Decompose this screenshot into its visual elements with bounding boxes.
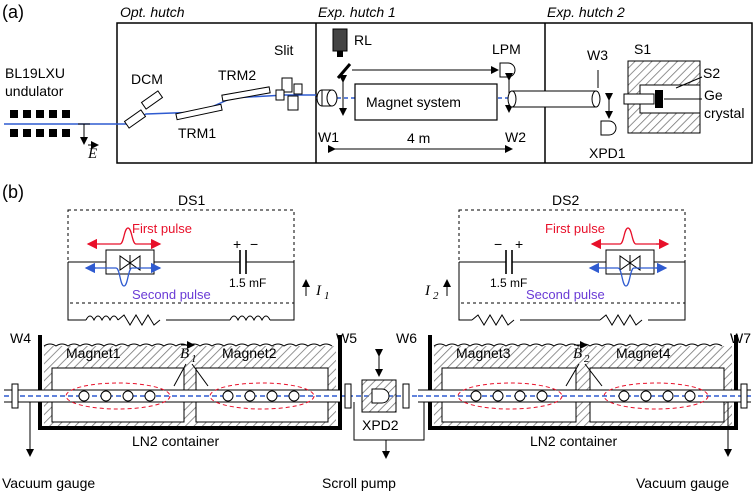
magnet4-bore	[603, 382, 709, 410]
ge-label-1: Ge	[704, 87, 723, 103]
ln2-container-right	[428, 335, 738, 430]
s1-label: S1	[634, 41, 651, 57]
magnet-system-box	[354, 83, 498, 121]
w6-label: W6	[396, 330, 417, 346]
ds2-second-pulse: Second pulse	[526, 287, 605, 302]
polarization-label: E	[87, 146, 97, 162]
opt-hutch-label: Opt. hutch	[120, 4, 185, 20]
hutch-frame	[116, 22, 753, 164]
window-flanges	[11, 383, 748, 409]
exp-hutch-1-label: Exp. hutch 1	[318, 4, 396, 20]
dcm-crystal-1	[140, 90, 164, 110]
b2-label: B	[573, 346, 582, 362]
source-label-2: undulator	[5, 83, 64, 99]
ln2-label-left: LN2 container	[132, 433, 220, 449]
magnet4-label: Magnet4	[616, 345, 671, 361]
ds2-current-sub: 2	[433, 290, 439, 302]
ds2-title: DS2	[552, 192, 579, 208]
ds1-current-sub: 1	[324, 290, 330, 302]
scroll-pump-label: Scroll pump	[322, 475, 396, 491]
slit-label: Slit	[274, 42, 294, 58]
panel-a-label: (a)	[2, 2, 24, 22]
dcm-crystal-2	[123, 109, 147, 129]
ge-crystal	[655, 90, 663, 108]
ds2-minus: −	[494, 236, 502, 252]
pump-line	[353, 402, 425, 441]
ln2-container-left	[38, 335, 342, 430]
w2-label: W2	[505, 129, 526, 145]
ds2-box	[458, 209, 686, 304]
ds2-first-pulse: First pulse	[545, 221, 605, 236]
magnet1-bore	[65, 382, 171, 410]
panel-b: (b) DS1 First pulse + − 1.5 mF Second pu…	[2, 182, 751, 491]
ds2-capacitance: 1.5 mF	[490, 276, 527, 290]
ds1-capacitance: 1.5 mF	[229, 276, 266, 290]
magnet-system-label: Magnet system	[366, 94, 461, 110]
ds1-title: DS1	[178, 192, 205, 208]
trm2-label: TRM2	[218, 67, 256, 83]
trm1-label: TRM1	[178, 125, 216, 141]
magnet3-bore	[457, 382, 563, 410]
vacuum-gauge-left-label: Vacuum gauge	[2, 475, 95, 491]
panel-a: (a) Opt. hutch Exp. hutch 1 Exp. hutch 2…	[2, 2, 753, 164]
xpd1-detector	[600, 120, 617, 136]
xpd2-label: XPD2	[362, 417, 399, 433]
ge-label-2: crystal	[704, 105, 744, 121]
exp-hutch-2-label: Exp. hutch 2	[547, 4, 625, 20]
trm1-mirror	[175, 103, 223, 121]
magnet3-label: Magnet3	[456, 345, 511, 361]
b2-sub: 2	[584, 353, 590, 365]
trm2-mirror	[221, 86, 271, 102]
xpd1-label: XPD1	[589, 145, 626, 161]
ln2-label-right: LN2 container	[530, 433, 618, 449]
w2-pipe	[511, 90, 597, 108]
vacuum-gauge-right-label: Vacuum gauge	[636, 475, 729, 491]
lpm-label: LPM	[492, 41, 521, 57]
field-markers-left	[78, 390, 300, 402]
ds1-plus: +	[233, 236, 241, 252]
w3-label: W3	[587, 47, 608, 63]
ds1-box	[67, 209, 295, 304]
s2-label: S2	[703, 65, 720, 81]
distance-label: 4 m	[407, 130, 430, 146]
magnet1-label: Magnet1	[66, 345, 121, 361]
w1-label: W1	[318, 129, 339, 145]
b1-label: B	[180, 346, 189, 362]
w7-label: W7	[730, 330, 751, 346]
magnet2-bore	[209, 382, 315, 410]
ds1-minus: −	[250, 236, 258, 252]
rl-laser	[332, 28, 348, 52]
ds1-current: I	[315, 283, 322, 299]
slit-blades	[275, 77, 303, 111]
ds1-second-pulse: Second pulse	[132, 287, 211, 302]
b1-sub: 1	[191, 353, 197, 365]
ds2-current: I	[424, 283, 431, 299]
rl-mirror	[336, 63, 352, 79]
source-label-1: BL19LXU	[5, 65, 65, 81]
dcm-label: DCM	[131, 71, 163, 87]
magnet2-label: Magnet2	[222, 345, 277, 361]
lpm-detector	[499, 62, 516, 78]
w4-label: W4	[10, 330, 31, 346]
field-markers-right	[470, 390, 696, 402]
undulator-magnets	[10, 110, 70, 137]
ds2-plus: +	[515, 236, 523, 252]
panel-b-label: (b)	[2, 182, 24, 202]
xpd2-detector	[371, 388, 390, 404]
rl-label: RL	[354, 32, 372, 48]
ds1-first-pulse: First pulse	[132, 221, 192, 236]
